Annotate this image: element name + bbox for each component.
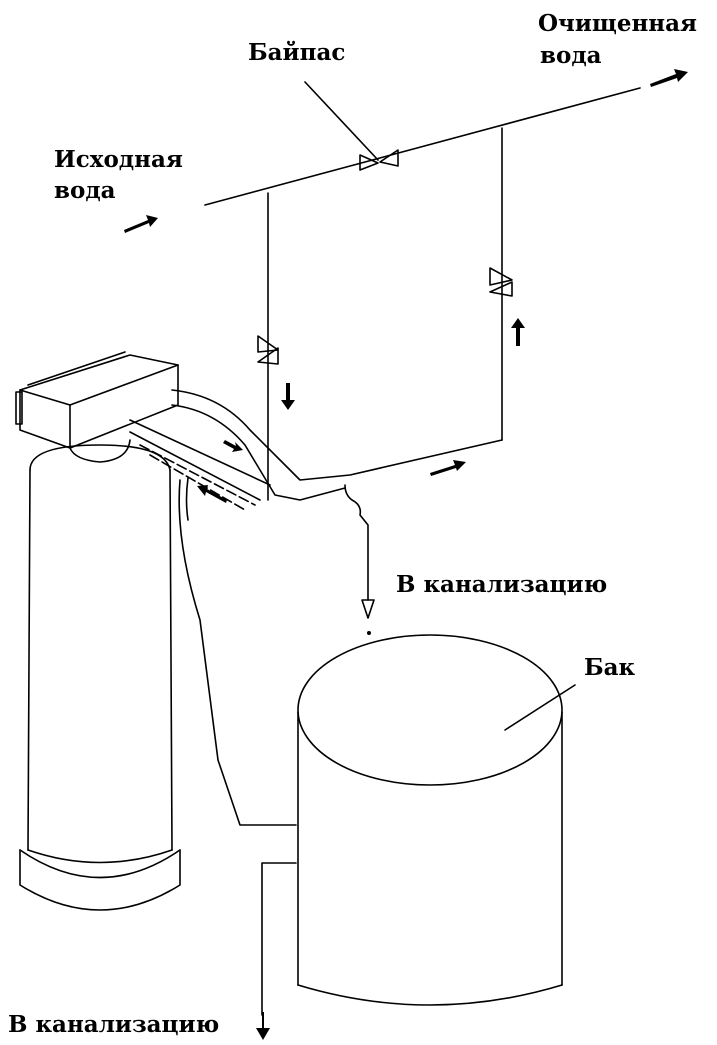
treated-water-label-line2: вода <box>540 42 602 69</box>
bypass-label: Байпас <box>248 39 346 66</box>
tank-leader <box>504 684 576 731</box>
flow-right-arrow-icon <box>430 460 466 476</box>
lower-pipe-2 <box>171 404 346 501</box>
drain-arrow-bottom-icon <box>256 1012 270 1040</box>
head-pipe-2 <box>129 431 261 501</box>
brine-tank <box>297 634 563 1006</box>
drain-line-top <box>344 484 369 601</box>
bypass-leader <box>304 81 379 161</box>
brine-line <box>178 479 297 826</box>
drain-label-top: В канализацию <box>396 571 608 598</box>
tank-label: Бак <box>584 654 636 681</box>
treated-water-label-line1: Очищенная <box>538 10 698 37</box>
bypass-valve-icon <box>359 149 399 171</box>
inflow-arrow-icon <box>124 215 158 233</box>
head-pipe-4 <box>149 454 246 511</box>
drain-arrow-top-icon <box>361 599 375 619</box>
outflow-arrow-icon <box>650 69 688 87</box>
softener-tank <box>19 439 181 911</box>
head-arrow-in-icon <box>197 485 227 503</box>
inlet-valve-icon <box>257 335 279 365</box>
drain-label-bottom: В канализацию <box>8 1011 220 1038</box>
lower-pipe <box>171 389 503 481</box>
main-pipe <box>204 87 641 206</box>
brine-line-2 <box>185 477 189 521</box>
down-arrow-icon <box>281 383 295 410</box>
source-water-label-line1: Исходная <box>54 146 183 173</box>
head-arrow-out-icon <box>223 440 243 452</box>
outlet-valve-icon <box>489 267 513 297</box>
source-water-label-line2: вода <box>54 177 116 204</box>
drain-line-bottom <box>261 862 297 1016</box>
control-head <box>15 351 179 449</box>
head-pipe-1 <box>129 419 271 486</box>
up-arrow-icon <box>511 318 525 346</box>
